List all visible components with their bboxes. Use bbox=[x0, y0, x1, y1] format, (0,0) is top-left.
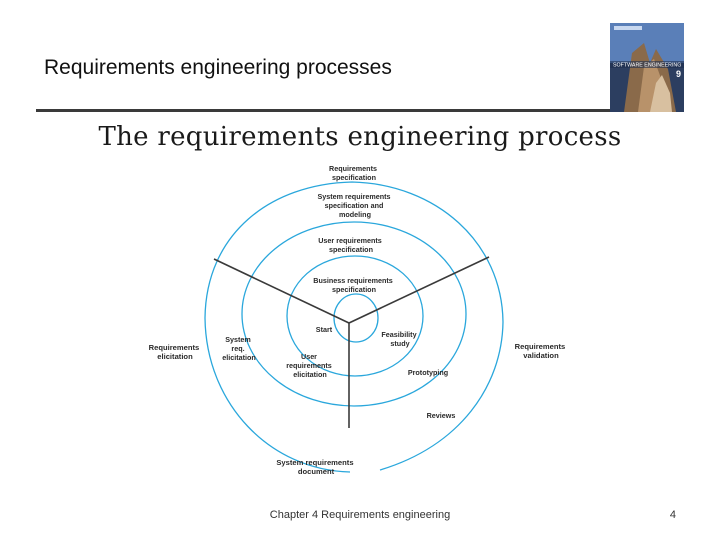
label-system-requirements-specification: System requirements specification and mo… bbox=[317, 192, 392, 219]
label-business-requirements-specification: Business requirements specification bbox=[313, 276, 395, 294]
book-cover-title: SOFTWARE ENGINEERING bbox=[613, 63, 681, 69]
label-system-requirements-elicitation: System req. elicitation bbox=[222, 335, 256, 362]
page-number: 4 bbox=[669, 509, 676, 521]
label-system-requirements-document: System requirements document bbox=[276, 458, 355, 476]
ring-2 bbox=[286, 255, 424, 377]
axis-right bbox=[348, 256, 490, 324]
label-start: Start bbox=[316, 325, 333, 334]
slide-title: Requirements engineering processes bbox=[44, 56, 392, 79]
ring-4 bbox=[204, 181, 504, 473]
title-divider bbox=[36, 109, 610, 112]
ring-3 bbox=[241, 221, 467, 407]
label-user-requirements-specification: User requirements specification bbox=[318, 236, 384, 254]
spiral-rings bbox=[204, 181, 504, 473]
label-requirements-specification: Requirements specification bbox=[329, 164, 379, 182]
diagram-heading: The requirements engineering process bbox=[98, 122, 622, 152]
slide-footer: Chapter 4 Requirements engineering bbox=[269, 509, 451, 521]
label-reviews: Reviews bbox=[427, 411, 456, 420]
ring-1 bbox=[333, 293, 379, 343]
axis-left bbox=[213, 258, 350, 324]
book-cover-image: SOFTWARE ENGINEERING 9 bbox=[610, 23, 684, 112]
label-feasibility-study: Feasibility study bbox=[381, 330, 418, 348]
label-requirements-elicitation: Requirements elicitation bbox=[149, 343, 202, 361]
book-cover-edition: 9 bbox=[676, 69, 681, 79]
label-user-requirements-elicitation: User requirements elicitation bbox=[286, 352, 334, 379]
label-requirements-validation: Requirements validation bbox=[515, 342, 568, 360]
spiral-axes bbox=[213, 256, 490, 428]
label-prototyping: Prototyping bbox=[408, 368, 448, 377]
